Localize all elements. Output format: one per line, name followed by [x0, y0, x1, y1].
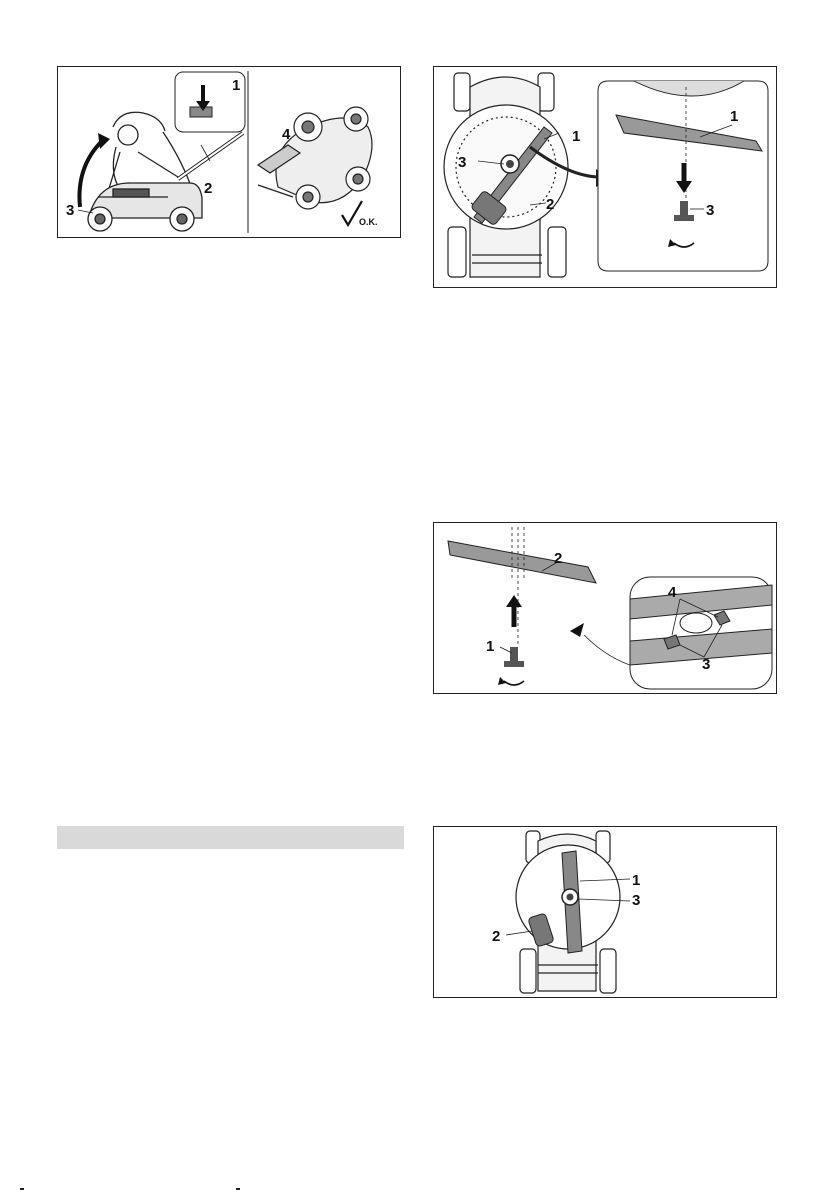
callout-2: 2 [204, 180, 212, 197]
callout-4: 4 [282, 126, 291, 143]
blade-mounted-illustration: 1 3 2 [434, 827, 776, 997]
install-blade-illustration: 2 1 4 3 [434, 523, 776, 693]
figure-remove-blade: 1 2 3 1 3 [433, 66, 777, 288]
callout-3: 3 [702, 656, 710, 673]
section-heading-bar [57, 826, 404, 849]
callout-1: 1 [486, 638, 494, 655]
callout-1-inset: 1 [730, 108, 738, 125]
callout-2: 2 [546, 196, 554, 213]
ok-label: O.K. [359, 217, 378, 227]
callout-1: 1 [572, 128, 580, 145]
callout-3: 3 [66, 202, 74, 219]
mower-body [88, 183, 202, 231]
figure-blade-mounted: 1 3 2 [433, 826, 777, 998]
callout-1: 1 [232, 77, 240, 94]
crop-mark-right [236, 1188, 240, 1190]
crop-mark-left [20, 1188, 24, 1190]
callout-2: 2 [554, 550, 562, 567]
callout-2: 2 [492, 928, 500, 945]
mower-underside [444, 73, 568, 277]
mower-upturned [258, 107, 372, 209]
figure-tilt-mower: O.K. 1 2 3 4 [57, 66, 401, 238]
remove-blade-illustration: 1 2 3 1 3 [434, 67, 776, 287]
callout-3-inset: 3 [706, 202, 714, 219]
callout-1: 1 [632, 872, 640, 889]
callout-4: 4 [668, 584, 677, 601]
callout-3: 3 [458, 154, 466, 171]
figure-install-blade: 2 1 4 3 [433, 522, 777, 694]
callout-3: 3 [632, 892, 640, 909]
section-heading [57, 826, 404, 832]
tilt-mower-illustration: O.K. 1 2 3 4 [58, 67, 400, 237]
